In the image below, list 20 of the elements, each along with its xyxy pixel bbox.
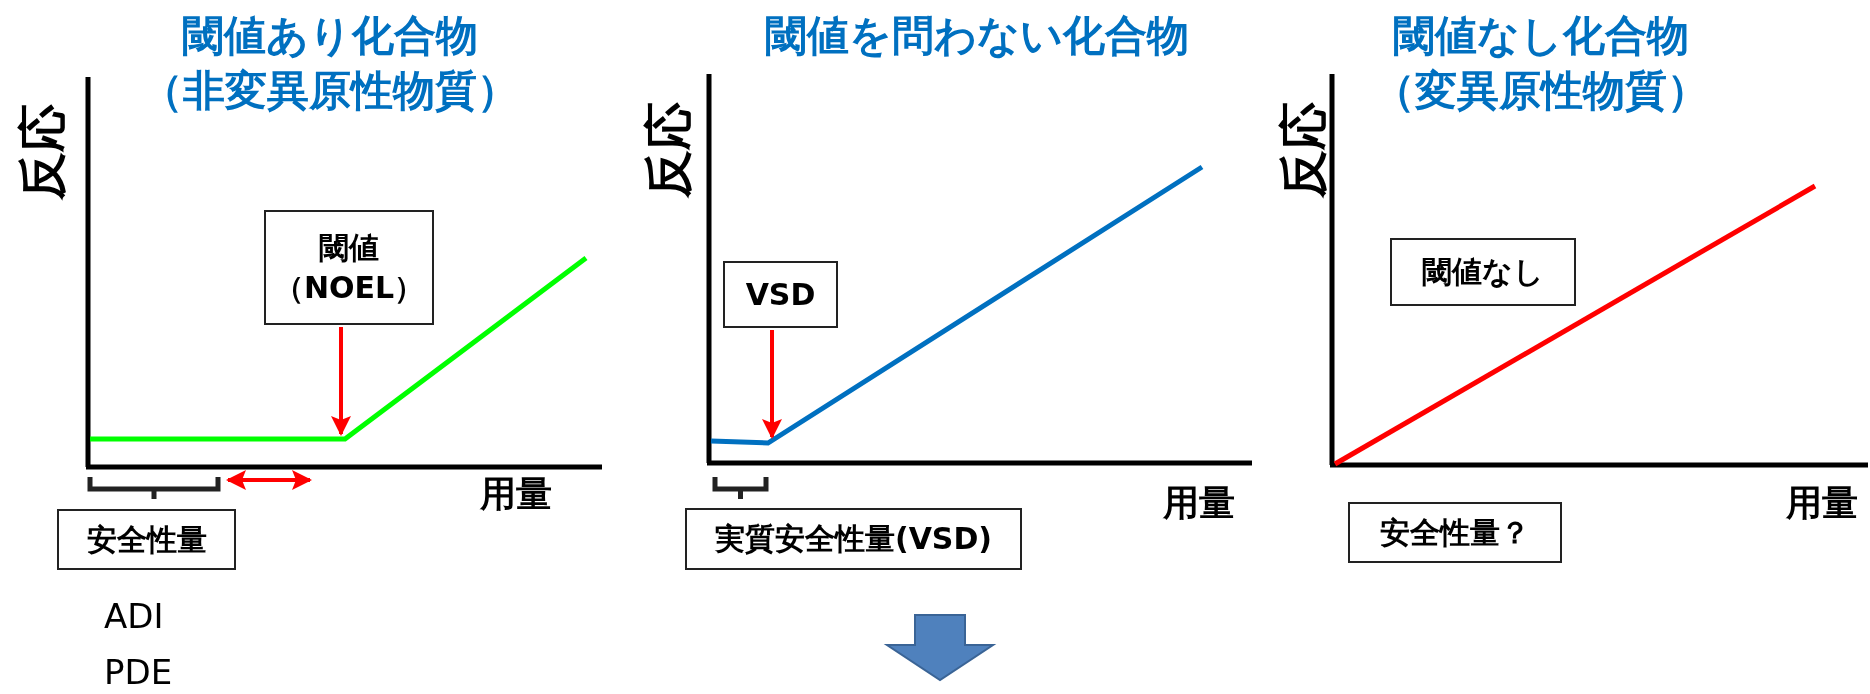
label-box: 実質安全性量(VSD) xyxy=(685,508,1022,570)
response-curve xyxy=(710,164,1204,446)
arrow xyxy=(331,327,351,436)
label-box: 閾値なし xyxy=(1390,238,1576,306)
axis-label: 用量 xyxy=(1163,483,1235,523)
axis-label: 反応 xyxy=(642,102,694,198)
note-text: ADI xyxy=(104,596,164,636)
panel-title: 閾値あり化合物（非変異原性物質） xyxy=(140,10,520,117)
axis-label: 反応 xyxy=(16,104,68,200)
label-box: 安全性量？ xyxy=(1348,502,1562,563)
label-box: 閾値 （NOEL） xyxy=(264,210,434,325)
axis-label: 用量 xyxy=(480,474,552,514)
note-text: PDE xyxy=(104,652,173,692)
label-box: 安全性量 xyxy=(57,509,236,570)
arrow xyxy=(762,330,782,439)
axis-label: 反応 xyxy=(1277,102,1329,198)
panel-title: 閾値を問わない化合物 xyxy=(764,10,1190,62)
arrow xyxy=(226,470,312,490)
panel-title: 閾値なし化合物（変異原性物質） xyxy=(1372,10,1710,117)
axis-label: 用量 xyxy=(1786,483,1858,523)
